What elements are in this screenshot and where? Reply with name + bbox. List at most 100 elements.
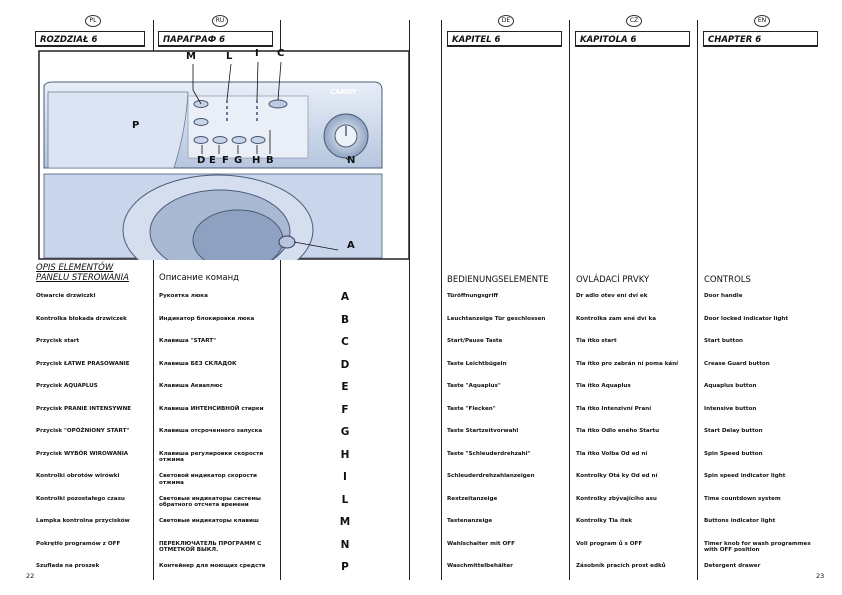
chapter-title-ru: ПАРАГРАФ 6: [158, 31, 273, 47]
row-text-de: Tastenanzeige: [447, 518, 493, 524]
row-text-ru: Контейнер для моющих средств: [159, 563, 266, 569]
row-text-cz: Tla ítko start: [576, 338, 617, 344]
separator-gutter-2: [441, 20, 442, 580]
chapter-title-pl: ROZDZIAŁ 6: [35, 31, 145, 47]
row-letter: P: [341, 561, 349, 573]
row-text-pl: Przycisk start: [36, 338, 80, 344]
row-text-ru: Рукоятка люка: [159, 293, 208, 299]
page-number-right: 23: [816, 572, 825, 580]
row-text-pl: Otwarcie drzwiczki: [36, 293, 96, 299]
row-text-cz: Zásobník pracích prost edků: [576, 563, 666, 569]
callout-g: G: [234, 155, 243, 166]
chapter-title-en: CHAPTER 6: [703, 31, 818, 47]
callout-i: I: [255, 48, 259, 59]
row-letter: I: [343, 471, 347, 483]
separator-left-1: [153, 20, 154, 580]
row-text-cz: Tla ítko Odlo eného Startu: [576, 428, 660, 434]
row-text-pl: Szuflada na proszek: [36, 563, 100, 569]
row-text-en: Time countdown system: [704, 495, 781, 502]
header-de: BEDIENUNGSELEMENTE: [447, 275, 549, 285]
row-text-cz: Tla ítko Volba Od ed ní: [576, 450, 648, 457]
callout-n: N: [347, 155, 356, 166]
row-text-de: Waschmittelbehälter: [447, 563, 513, 569]
row-text-pl: Kontrolki pozostałego czasu: [36, 495, 125, 502]
row-letter: M: [339, 516, 351, 528]
row-letter: D: [340, 358, 350, 371]
row-text-de: Taste "Flecken": [447, 405, 496, 412]
row-text-pl: Pokrętło programów z OFF: [36, 540, 121, 547]
row-text-ru: Клавиша отсроченного запуска: [159, 428, 263, 434]
row-text-pl: Przycisk "OPÓŹNIONY START": [36, 428, 130, 434]
flag-en: EN: [754, 15, 770, 27]
row-text-de: Wahlschalter mit OFF: [447, 540, 515, 547]
callout-m: M: [186, 51, 196, 62]
row-text-cz: Kontrolky Tla ítek: [576, 518, 633, 524]
separator-right-2: [697, 20, 698, 580]
callout-a: A: [347, 240, 355, 251]
row-text-pl: Przycisk WYBÓR WIROWANIA: [36, 450, 129, 457]
row-text-pl: Kontrolki obrotów wirówki: [36, 473, 120, 479]
row-text-en: Door handle: [704, 293, 743, 299]
row-text-en: Door locked indicator light: [704, 315, 789, 322]
row-text-pl: Lampka kontrolna przycisków: [36, 518, 130, 524]
separator-gutter-1: [409, 20, 410, 580]
row-text-cz: Tla ítko Aquaplus: [576, 383, 631, 389]
row-text-en: Spin speed indicator light: [704, 473, 786, 479]
row-text-de: Taste "Schleuderdrehzahl": [447, 450, 531, 457]
row-text-cz: Tla ítko pro zabrán ní poma kání: [576, 360, 679, 367]
callout-p: P: [132, 120, 140, 131]
row-text-pl: Przycisk ŁATWE PRASOWANIE: [36, 360, 130, 367]
row-letter: E: [341, 381, 349, 393]
row-text-ru: Клавиша "START": [159, 338, 217, 344]
row-letter: B: [340, 313, 349, 326]
row-letter: G: [340, 426, 350, 438]
row-letter: C: [341, 336, 349, 348]
row-text-ru: Световые индикаторы клавиш: [159, 518, 259, 524]
callout-f: F: [222, 155, 229, 166]
row-text-ru: ПЕРЕКЛЮЧАТЕЛЬ ПРОГРАММ С ОТМЕТКОЙ ВЫКЛ.: [159, 540, 262, 554]
row-text-ru: Световой индикатор скорости отжима: [159, 473, 257, 486]
chapter-title-cz: KAPITOLA 6: [575, 31, 690, 47]
callout-b: B: [266, 155, 274, 166]
row-text-cz: Voli program ů s OFF: [576, 540, 643, 547]
row-text-en: Buttons indicator light: [704, 518, 776, 524]
row-text-en: Timer knob for wash programmes with OFF …: [704, 540, 811, 554]
callout-e: E: [209, 155, 216, 166]
callout-c: C: [277, 48, 285, 59]
row-text-en: Detergent drawer: [704, 563, 761, 569]
header-ru: Описание команд: [159, 273, 240, 283]
row-text-de: Taste Startzeitvorwahl: [447, 428, 519, 434]
row-text-de: Start/Pause Taste: [447, 338, 503, 344]
row-text-ru: Световые индикаторы системы обратного от…: [159, 495, 261, 509]
row-text-ru: Клавиша БЕЗ СКЛАДОК: [159, 360, 237, 367]
row-text-cz: Kontrolka zam ené dví ka: [576, 315, 657, 322]
flag-cz: CZ: [626, 15, 642, 27]
row-text-en: Start button: [704, 338, 744, 344]
row-text-ru: Клавиша регулировки скорости отжима: [159, 450, 264, 464]
row-text-cz: Kontrolky zbývajícího asu: [576, 495, 657, 502]
row-text-de: Schleuderdrehzahlanzeigen: [447, 473, 535, 479]
row-text-cz: Tla ítko Intenzivní Praní: [576, 405, 652, 412]
callout-l: L: [226, 51, 233, 62]
row-text-ru: Клавиша ИНТЕНСИВНОЙ стирки: [159, 405, 264, 412]
row-text-pl: Kontrolka blokada drzwiczek: [36, 315, 127, 322]
flag-de: DE: [498, 15, 514, 27]
row-text-de: Restzeitanzeige: [447, 495, 498, 502]
separator-left-2: [280, 20, 281, 580]
row-letter: A: [340, 291, 350, 303]
row-text-en: Intensive button: [704, 405, 757, 412]
chapter-title-de: KAPITEL 6: [447, 31, 562, 47]
header-pl: OPIS ELEMENTÓW PANELU STEROWANIA: [36, 263, 129, 283]
separator-right-1: [569, 20, 570, 580]
row-text-en: Spin Speed button: [704, 450, 763, 457]
row-letter: H: [340, 448, 350, 461]
header-en: CONTROLS: [704, 275, 751, 285]
row-letter: L: [341, 493, 349, 506]
row-text-pl: Przycisk AQUAPLUS: [36, 383, 98, 389]
row-text-en: Aquaplus button: [704, 383, 757, 389]
washing-machine-diagram: [38, 50, 410, 260]
row-text-de: Türöffnungsgriff: [447, 293, 498, 299]
row-text-en: Start Delay button: [704, 428, 763, 434]
row-text-cz: Kontrolky Otá ky Od ed ní: [576, 473, 658, 479]
row-letter: N: [340, 538, 350, 551]
